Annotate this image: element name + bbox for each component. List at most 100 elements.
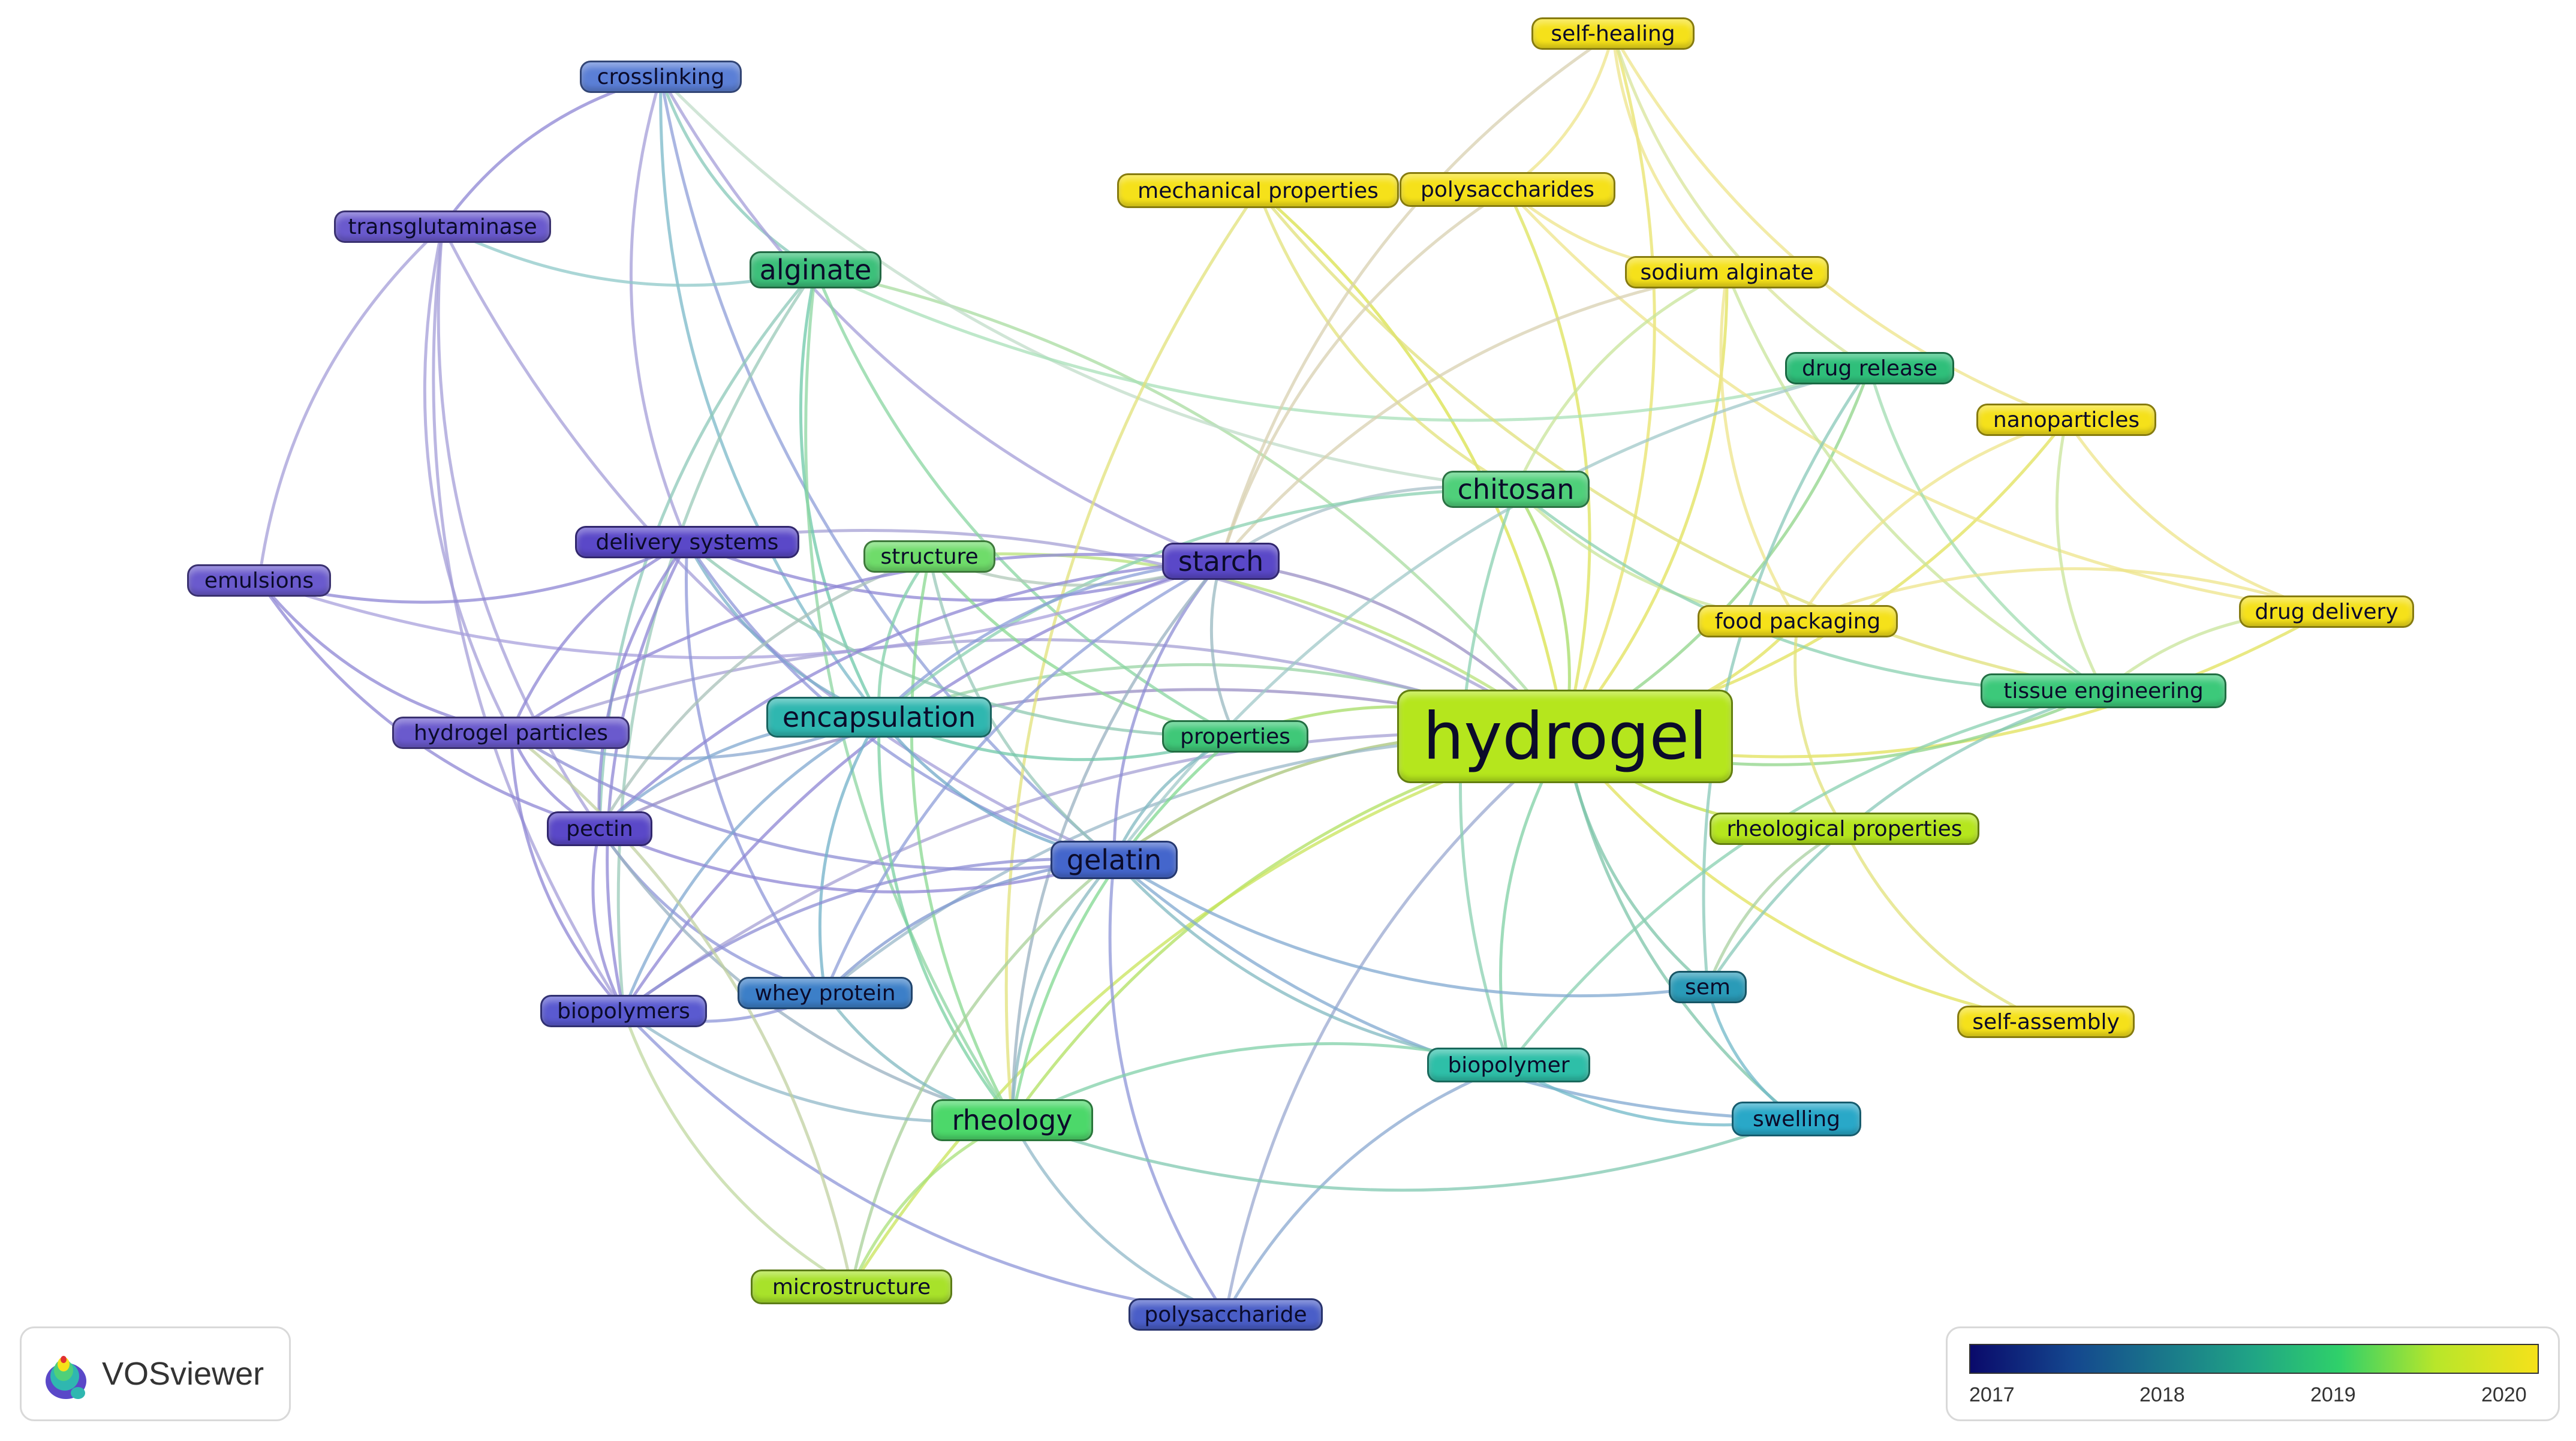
node-emulsions[interactable]: emulsions xyxy=(187,564,331,597)
edge-encapsulation-whey-protein xyxy=(818,716,881,994)
edge-crosslinking-gelatin xyxy=(659,76,1115,861)
edge-chitosan-food-packaging xyxy=(1515,488,1798,623)
node-structure[interactable]: structure xyxy=(863,540,995,573)
node-label: sodium alginate xyxy=(1640,260,1814,285)
edge-crosslinking-encapsulation xyxy=(659,76,880,718)
vosviewer-logo-icon xyxy=(46,1356,86,1399)
node-properties[interactable]: properties xyxy=(1162,720,1308,753)
node-drug-release[interactable]: drug release xyxy=(1785,352,1954,384)
node-label: rheological properties xyxy=(1726,816,1963,841)
node-label: nanoparticles xyxy=(1993,407,2140,432)
node-self-assembly[interactable]: self-assembly xyxy=(1957,1006,2135,1038)
node-label: delivery systems xyxy=(595,530,779,555)
edge-rheology-polysaccharide xyxy=(1010,1119,1226,1316)
edge-polysaccharides-drug-delivery xyxy=(1506,188,2327,613)
node-label: tissue engineering xyxy=(2003,678,2204,703)
node-label: whey protein xyxy=(754,980,896,1006)
legend-gradient-bar xyxy=(1969,1344,2539,1374)
edge-encapsulation-biopolymers xyxy=(622,715,880,1012)
edge-nanoparticles-drug-delivery xyxy=(2065,419,2327,613)
node-tissue-engineering[interactable]: tissue engineering xyxy=(1981,673,2226,708)
node-rheological-properties[interactable]: rheological properties xyxy=(1710,813,1979,845)
edge-gelatin-biopolymer xyxy=(1113,859,1509,1067)
node-delivery-systems[interactable]: delivery systems xyxy=(575,526,799,558)
edge-self-healing-sodium-alginate xyxy=(1611,33,1728,273)
edge-gelatin-whey-protein xyxy=(824,858,1115,994)
node-self-healing[interactable]: self-healing xyxy=(1531,17,1695,50)
edge-mechanical-properties-rheology xyxy=(1004,189,1260,1121)
edge-structure-pectin xyxy=(598,555,930,830)
edge-crosslinking-transglutaminase xyxy=(441,75,661,228)
node-sodium-alginate[interactable]: sodium alginate xyxy=(1625,256,1829,288)
node-label: hydrogel xyxy=(1422,699,1708,774)
edge-hydrogel-microstructure xyxy=(850,735,1566,1288)
node-chitosan[interactable]: chitosan xyxy=(1442,471,1590,508)
node-biopolymer[interactable]: biopolymer xyxy=(1427,1048,1590,1082)
edge-hydrogel-drug-release xyxy=(1564,368,1871,738)
node-label: biopolymers xyxy=(557,998,690,1024)
edge-hydrogel-swelling xyxy=(1563,736,1798,1120)
edge-rheology-microstructure xyxy=(850,1118,1013,1288)
node-transglutaminase[interactable]: transglutaminase xyxy=(334,210,551,243)
node-label: drug release xyxy=(1801,356,1938,381)
legend-tick-2019: 2019 xyxy=(2310,1383,2356,1406)
node-biopolymers[interactable]: biopolymers xyxy=(540,995,707,1027)
node-encapsulation[interactable]: encapsulation xyxy=(766,697,992,738)
node-label: gelatin xyxy=(1066,844,1162,876)
node-label: hydrogel particles xyxy=(414,720,608,745)
node-gelatin[interactable]: gelatin xyxy=(1051,841,1178,879)
edge-gelatin-biopolymers xyxy=(622,857,1115,1012)
node-label: self-healing xyxy=(1551,21,1675,46)
node-label: mechanical properties xyxy=(1137,178,1379,203)
edge-gelatin-microstructure xyxy=(850,859,1115,1287)
edge-starch-pectin xyxy=(598,559,1221,830)
edge-tissue-engineering-sem xyxy=(1706,689,2104,988)
legend-tick-2020: 2020 xyxy=(2481,1383,2527,1406)
edge-starch-hydrogel-particles xyxy=(510,552,1221,735)
vosviewer-logo: VOSviewer xyxy=(20,1326,291,1421)
node-label: encapsulation xyxy=(782,701,976,733)
node-food-packaging[interactable]: food packaging xyxy=(1698,605,1898,637)
node-polysaccharide[interactable]: polysaccharide xyxy=(1128,1298,1323,1331)
edge-mechanical-properties-tissue-engineering xyxy=(1257,189,2104,693)
node-label: biopolymer xyxy=(1448,1052,1570,1078)
node-microstructure[interactable]: microstructure xyxy=(751,1269,952,1304)
node-swelling[interactable]: swelling xyxy=(1732,1102,1861,1136)
node-crosslinking[interactable]: crosslinking xyxy=(580,61,742,93)
edge-chitosan-tissue-engineering xyxy=(1515,488,2104,693)
edge-self-healing-drug-release xyxy=(1611,33,1871,370)
edge-crosslinking-delivery-systems xyxy=(629,76,689,543)
node-hydrogel-particles[interactable]: hydrogel particles xyxy=(392,717,630,749)
node-label: food packaging xyxy=(1714,609,1881,634)
edge-hydrogel-self-healing xyxy=(1563,33,1656,738)
node-drug-delivery[interactable]: drug delivery xyxy=(2239,595,2414,628)
node-pectin[interactable]: pectin xyxy=(547,811,652,846)
edge-alginate-drug-release xyxy=(814,268,1870,422)
node-polysaccharides[interactable]: polysaccharides xyxy=(1400,172,1615,207)
node-hydrogel[interactable]: hydrogel xyxy=(1397,690,1733,783)
node-alginate[interactable]: alginate xyxy=(750,251,881,288)
legend-tick-2017: 2017 xyxy=(1969,1383,2015,1406)
node-label: chitosan xyxy=(1457,473,1575,506)
node-whey-protein[interactable]: whey protein xyxy=(738,977,913,1009)
edge-food-packaging-rheological-properties xyxy=(1793,621,1846,830)
edge-hydrogel-particles-gelatin xyxy=(510,731,1115,871)
edge-starch-rheology xyxy=(1010,560,1222,1121)
node-label: swelling xyxy=(1752,1106,1841,1132)
edge-pectin-whey-protein xyxy=(598,828,826,995)
node-sem[interactable]: sem xyxy=(1669,971,1747,1003)
node-rheology[interactable]: rheology xyxy=(931,1099,1093,1141)
node-label: rheology xyxy=(952,1104,1073,1136)
edge-alginate-biopolymers xyxy=(616,269,817,1012)
node-starch[interactable]: starch xyxy=(1162,543,1280,580)
node-label: pectin xyxy=(566,816,633,841)
node-mechanical-properties[interactable]: mechanical properties xyxy=(1117,173,1399,208)
edge-starch-properties xyxy=(1209,561,1237,738)
edge-structure-rheology xyxy=(910,556,1014,1121)
edge-gelatin-sem xyxy=(1113,858,1708,998)
node-label: alginate xyxy=(759,254,872,286)
edge-biopolymers-polysaccharide xyxy=(622,1010,1226,1316)
edge-sodium-alginate-starch xyxy=(1220,270,1728,562)
node-nanoparticles[interactable]: nanoparticles xyxy=(1976,404,2156,436)
